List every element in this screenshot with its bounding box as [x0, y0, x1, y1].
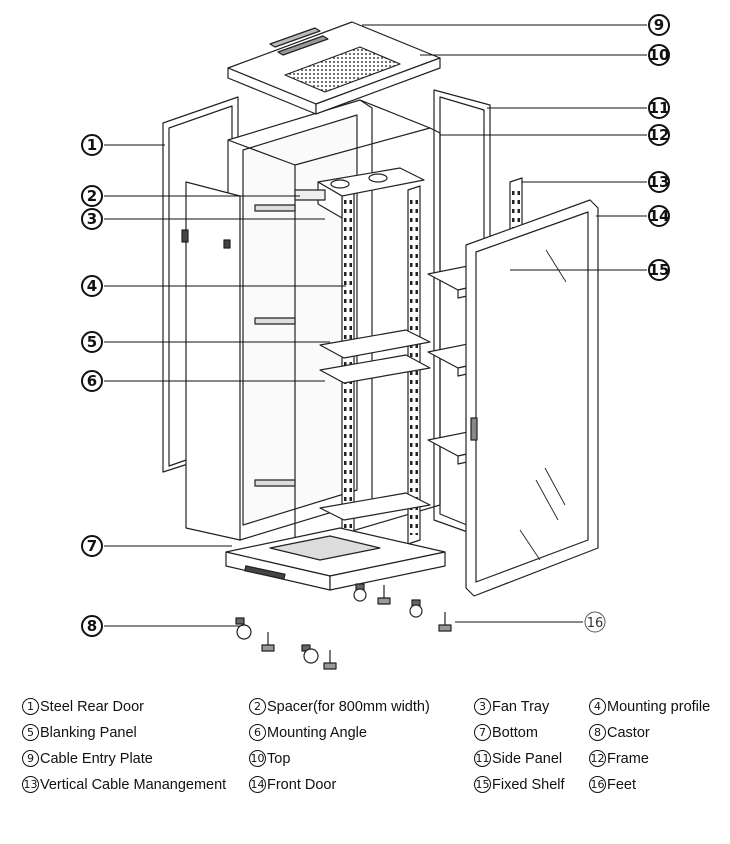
callout-16: 16 [584, 611, 606, 633]
feet [261, 585, 452, 670]
callout-1: 1 [81, 134, 103, 156]
callout-14: 14 [648, 205, 670, 227]
svg-text:14: 14 [649, 207, 670, 225]
callout-7: 7 [81, 535, 103, 557]
svg-text:7: 7 [87, 537, 97, 555]
callout-2: 2 [81, 185, 103, 207]
svg-text:9: 9 [654, 16, 664, 34]
front-door [465, 199, 599, 597]
callout-4: 4 [81, 275, 103, 297]
svg-text:5: 5 [87, 333, 97, 351]
cable-entry-plate [269, 27, 329, 56]
callout-5: 5 [81, 331, 103, 353]
bottom [225, 527, 446, 591]
svg-text:2: 2 [87, 187, 97, 205]
svg-text:11: 11 [649, 99, 670, 117]
callout-3: 3 [81, 208, 103, 230]
svg-text:3: 3 [87, 210, 97, 228]
svg-text:16: 16 [587, 616, 604, 631]
svg-text:12: 12 [649, 126, 670, 144]
svg-text:1: 1 [87, 136, 97, 154]
blanking-panel [181, 181, 241, 541]
callout-15: 15 [648, 259, 670, 281]
callout-6: 6 [81, 370, 103, 392]
exploded-cabinet-diagram: 1 2 3 4 5 6 7 8 9 10 11 12 13 14 15 16 [81, 14, 670, 670]
mounting-angle [319, 329, 431, 521]
svg-text:6: 6 [87, 372, 97, 390]
top [227, 21, 441, 115]
svg-text:10: 10 [649, 46, 670, 64]
spacer [294, 189, 326, 201]
svg-text:13: 13 [649, 173, 670, 191]
callout-9: 9 [648, 14, 670, 36]
svg-text:8: 8 [87, 617, 97, 635]
leader-lines [104, 24, 647, 627]
callout-10: 10 [648, 44, 670, 66]
castor [235, 583, 423, 664]
svg-text:4: 4 [87, 277, 97, 295]
callout-11: 11 [648, 97, 670, 119]
svg-text:15: 15 [649, 261, 670, 279]
callout-12: 12 [648, 124, 670, 146]
callout-8: 8 [81, 615, 103, 637]
callout-13: 13 [648, 171, 670, 193]
